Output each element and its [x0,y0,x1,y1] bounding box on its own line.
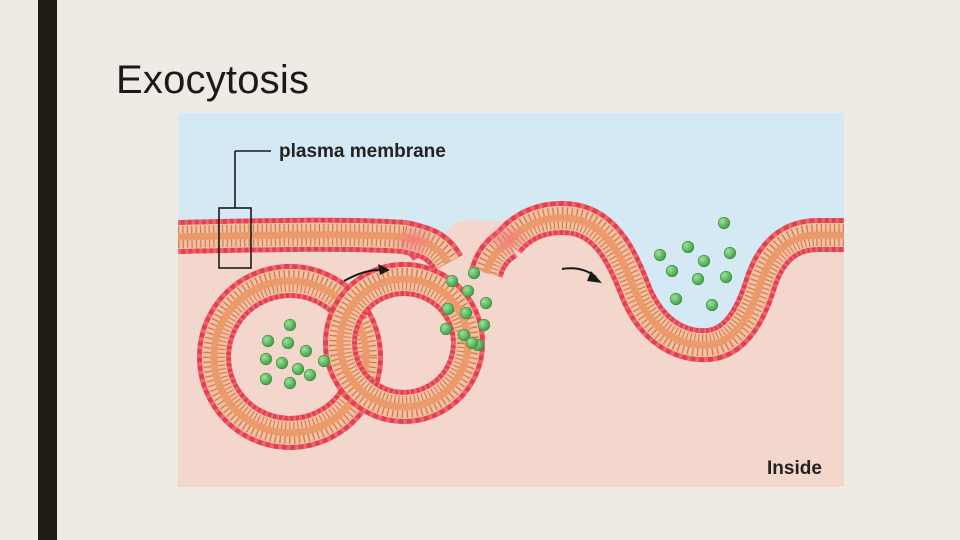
cargo-molecule [283,376,297,390]
vesicle-fusing [323,261,485,424]
cargo-molecule [303,368,317,382]
cargo-molecule [717,216,731,230]
cargo-molecule [723,246,737,260]
slide-title: Exocytosis [116,58,310,102]
cargo-molecule [665,264,679,278]
arrow-vesicle-approach-head [378,264,390,275]
membrane-bracket [218,150,271,269]
fusion-glow [392,223,530,257]
cargo-molecule [479,296,493,310]
cargo-molecule [259,372,273,386]
inside-label: Inside [767,458,822,479]
cargo-molecule [261,334,275,348]
process-arrows [343,264,602,283]
cargo-molecule [697,254,711,268]
cargo-molecule [275,356,289,370]
exocytosis-diagram: plasma membrane Inside [178,113,844,487]
cargo-molecule [283,318,297,332]
plasma-membrane-label: plasma membrane [279,141,446,162]
cargo-molecule [457,328,471,342]
cargo-molecule [445,274,459,288]
cargo-molecule [705,298,719,312]
cargo-molecule [299,344,313,358]
arrow-fusion-release-head [587,271,602,283]
cargo-molecule [317,354,331,368]
cargo-molecule [441,302,455,316]
cargo-molecule [653,248,667,262]
left-accent-bar [38,0,57,540]
plasma-membrane-right [494,201,844,363]
cargo-molecule [291,362,305,376]
cargo-molecule [259,352,273,366]
cargo-molecule [281,336,295,350]
cargo-molecule [465,336,479,350]
vesicle-free [197,264,383,450]
cargo-molecule [477,318,491,332]
plasma-membrane-left [178,217,444,262]
cargo-molecule [681,240,695,254]
cargo-molecule [691,272,705,286]
cargo-particles [259,216,737,390]
cargo-molecule [459,306,473,320]
cargo-molecule [439,322,453,336]
cargo-molecule [467,266,481,280]
cargo-molecule [719,270,733,284]
cargo-molecule [669,292,683,306]
cargo-molecule [461,284,475,298]
